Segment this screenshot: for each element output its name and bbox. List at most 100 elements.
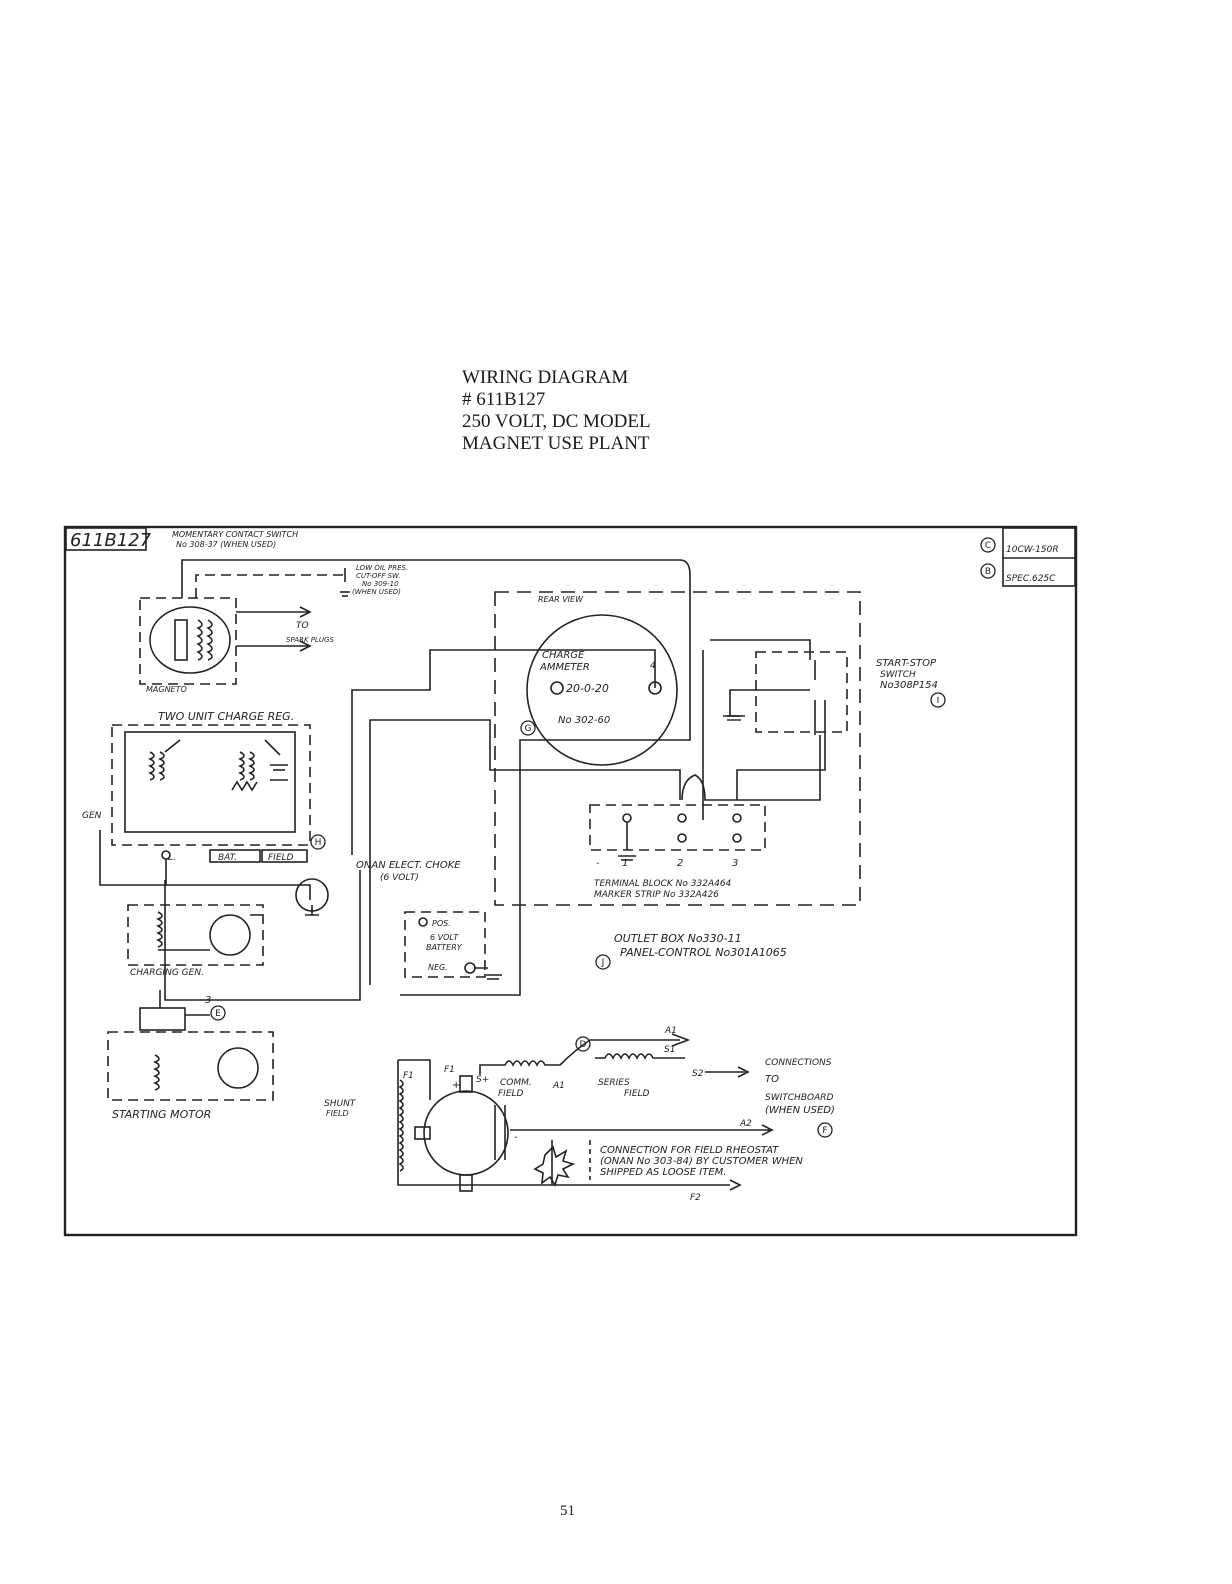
battery-volt: 6 VOLT	[430, 933, 459, 942]
oil-switch-line-4: (WHEN USED)	[352, 588, 401, 596]
ground-symbols	[723, 715, 745, 721]
marker-d: D	[580, 1040, 587, 1050]
series-field-line-1: SERIES	[598, 1078, 630, 1088]
rear-view-box	[494, 591, 861, 906]
rheostat-line-1: CONNECTION FOR FIELD RHEOSTAT	[600, 1145, 779, 1156]
marker-g: G	[525, 724, 532, 734]
terminal-minus: -	[596, 858, 600, 869]
starting-motor-box	[107, 1031, 274, 1101]
l-label: L.	[168, 853, 176, 863]
marker-c-circle	[980, 537, 996, 553]
marker-j-circle	[595, 954, 611, 970]
choke-line-1: ONAN ELECT. CHOKE	[356, 860, 461, 871]
terminal-3: 3	[732, 858, 738, 869]
a2-label: A2	[739, 1119, 752, 1129]
magneto-label: MAGNETO	[146, 685, 187, 694]
gen-label: GEN	[82, 811, 102, 821]
oil-switch-line-2: CUT-OFF SW.	[356, 572, 401, 580]
connections-line-4: (WHEN USED)	[765, 1105, 835, 1116]
title-line-3: 250 VOLT, DC MODEL	[462, 411, 651, 432]
spec-corner-box	[1002, 527, 1076, 587]
three-label: 3	[205, 995, 211, 1006]
page-number: 51	[560, 1503, 575, 1519]
oil-switch-line-3: No 309-10	[362, 580, 399, 588]
outlet-box-line-1: OUTLET BOX No330-11	[614, 932, 742, 945]
rear-view-label: REAR VIEW	[538, 595, 584, 604]
marker-i-circle	[930, 692, 946, 708]
rheostat-line-3: SHIPPED AS LOOSE ITEM.	[600, 1167, 726, 1178]
marker-i: I	[937, 696, 940, 706]
marker-g-circle	[520, 720, 536, 736]
a1-top-label: A1	[664, 1026, 677, 1036]
outlet-box-line-2: PANEL-CONTROL No301A1065	[620, 946, 787, 959]
ammeter-line-1: CHARGE	[542, 650, 585, 661]
connections-line-2: TO	[765, 1074, 779, 1085]
corner-spec-line-1: 10CW-150R	[1006, 545, 1059, 555]
charging-gen-box	[127, 904, 264, 966]
battery-name: BATTERY	[426, 943, 463, 952]
start-stop-line-3: No308P154	[880, 680, 938, 691]
terminal-1: 1	[622, 858, 628, 869]
shunt-field-line-2: FIELD	[326, 1109, 349, 1118]
starting-motor-label: STARTING MOTOR	[112, 1108, 211, 1121]
terminal-block-line-2: MARKER STRIP No 332A426	[594, 890, 719, 900]
charge-reg-label: TWO UNIT CHARGE REG.	[158, 710, 294, 723]
marker-b: B	[985, 567, 991, 577]
spark-plugs-label: SPARK PLUGS	[286, 636, 334, 644]
f-left-label: F1	[403, 1071, 414, 1081]
field-label: FIELD	[268, 853, 294, 863]
battery-neg: NEG.	[428, 963, 448, 972]
momentary-switch-line-1: MOMENTARY CONTACT SWITCH	[172, 530, 298, 539]
f1-label: F1	[444, 1065, 455, 1075]
start-stop-line-1: START-STOP	[876, 658, 937, 669]
a1-mid-label: A1	[552, 1081, 565, 1091]
corner-spec-line-2: SPEC.625C	[1006, 574, 1056, 584]
drawing-number: 611B127	[70, 530, 152, 551]
title-line-1: WIRING DIAGRAM	[462, 367, 629, 388]
charge-regulator-box	[111, 724, 311, 846]
marker-b-circle	[980, 563, 996, 579]
series-field-line-2: FIELD	[624, 1089, 650, 1099]
drawing-number-box	[65, 527, 147, 551]
rheostat-line-2: (ONAN No 303-84) BY CUSTOMER WHEN	[600, 1156, 803, 1167]
oil-switch-line-1: LOW OIL PRES.	[356, 564, 408, 572]
s-plus-label: S+	[476, 1075, 489, 1085]
plus-label: +	[452, 1080, 460, 1091]
minus-label: -	[514, 1132, 518, 1143]
comm-field-line-1: COMM.	[500, 1078, 532, 1088]
marker-f-circle	[817, 1122, 833, 1138]
terminal-block-line-1: TERMINAL BLOCK No 332A464	[594, 879, 732, 889]
start-stop-line-2: SWITCH	[880, 670, 916, 680]
charging-gen-label: CHARGING GEN.	[130, 968, 204, 978]
diagram-title: WIRING DIAGRAM # 611B127 250 VOLT, DC MO…	[462, 367, 651, 455]
marker-h: H	[315, 838, 322, 848]
title-line-4: MAGNET USE PLANT	[462, 433, 650, 454]
marker-e: E	[215, 1009, 221, 1019]
terminal-block-box	[589, 804, 766, 851]
ammeter-circle	[526, 614, 678, 766]
magneto-box	[139, 597, 237, 685]
marker-e-circle	[210, 1005, 226, 1021]
ammeter-terminal: 4	[650, 661, 656, 671]
connections-line-1: CONNECTIONS	[765, 1058, 832, 1068]
battery-pos: POS.	[432, 919, 451, 928]
bat-label: BAT.	[218, 853, 237, 863]
diagram-frame	[63, 525, 1078, 1237]
marker-f: F	[822, 1126, 827, 1136]
connections-line-3: SWITCHBOARD	[765, 1093, 833, 1103]
shunt-field-line-1: SHUNT	[324, 1099, 357, 1109]
momentary-switch-line-2: No 308-37 (WHEN USED)	[176, 540, 276, 549]
marker-h-circle	[310, 834, 326, 850]
s2-label: S2	[692, 1069, 704, 1079]
ammeter-line-2: AMMETER	[539, 662, 590, 673]
title-line-2: # 611B127	[462, 389, 546, 410]
to-label: TO	[296, 621, 309, 631]
f2-label: F2	[690, 1193, 701, 1203]
choke-line-2: (6 VOLT)	[380, 873, 419, 883]
terminal-2: 2	[677, 858, 683, 869]
marker-c: C	[985, 541, 991, 551]
marker-j: J	[601, 958, 605, 968]
comm-field-line-2: FIELD	[498, 1089, 524, 1099]
s1-label: S1	[664, 1045, 675, 1055]
